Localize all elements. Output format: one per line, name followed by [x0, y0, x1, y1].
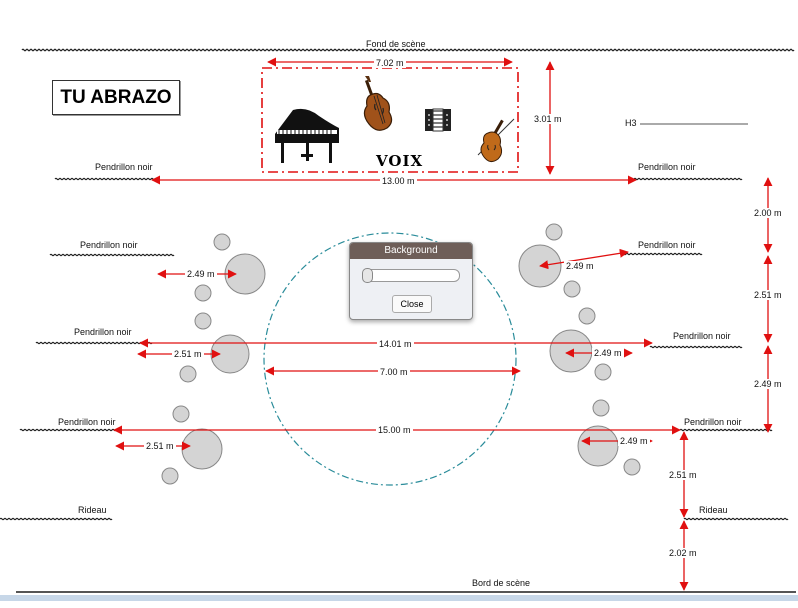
stage-light [213, 233, 231, 251]
back-stage-label: Fond de scène [366, 39, 426, 49]
stage-light [577, 425, 619, 467]
stage-light [194, 312, 212, 330]
left-leg3-distance-label: 2.51 m [172, 349, 204, 359]
leg-label-r1: Pendrillon noir [638, 162, 696, 172]
riser-width-label: 7.02 m [374, 58, 406, 68]
gap-r2-r3-label: 2.51 m [752, 290, 784, 300]
width-row4-label: 15.00 m [376, 425, 413, 435]
back-stage-wall [21, 48, 795, 52]
right-leg4-distance-label: 2.49 m [618, 436, 650, 446]
right-leg2-distance-label: 2.49 m [564, 261, 596, 271]
leg-line-l4 [19, 428, 117, 432]
stage-light [161, 467, 179, 485]
stage-light [594, 363, 612, 381]
h3-label: H3 [625, 118, 637, 128]
stage-light [623, 458, 641, 476]
gap-curtain-front-label: 2.02 m [667, 548, 699, 558]
gap-r4-curtain-label: 2.51 m [667, 470, 699, 480]
piano-icon [275, 108, 339, 163]
stage-light [172, 405, 190, 423]
width-row3-label: 14.01 m [377, 339, 414, 349]
riser-depth-label: 3.01 m [532, 114, 564, 124]
left-curtain-label: Rideau [78, 505, 107, 515]
leg-line-r3 [649, 345, 743, 349]
leg-line-l1 [54, 177, 156, 181]
circle-diameter-label: 7.00 m [378, 367, 410, 377]
leg-label-r2: Pendrillon noir [638, 240, 696, 250]
riser-outline [261, 67, 519, 173]
stage-light [545, 223, 563, 241]
curtain-line-left [0, 517, 113, 521]
background-slider[interactable] [362, 268, 460, 283]
stage-light [578, 307, 596, 325]
close-button[interactable]: Close [392, 295, 432, 313]
show-title: TU ABRAZO [52, 80, 180, 115]
width-row1-label: 13.00 m [380, 176, 417, 186]
leg-label-l2: Pendrillon noir [80, 240, 138, 250]
curtain-line-right [683, 517, 789, 521]
background-slider-thumb[interactable] [362, 268, 373, 283]
stage-light [549, 329, 593, 373]
right-curtain-label: Rideau [699, 505, 728, 515]
stage-light [181, 428, 223, 470]
leg-line-l2 [49, 253, 175, 257]
stage-light [194, 284, 212, 302]
double-bass-icon [363, 76, 393, 131]
performance-circle [263, 232, 517, 486]
background-panel-title: Background [350, 243, 472, 259]
left-leg4-distance-label: 2.51 m [144, 441, 176, 451]
leg-label-l3: Pendrillon noir [74, 327, 132, 337]
leg-line-r1 [633, 177, 743, 181]
right-leg2-distance-arrow [539, 248, 629, 270]
accordion-icon [425, 108, 451, 132]
background-panel: Background Close [349, 242, 473, 320]
leg-line-l3 [35, 341, 153, 345]
gap-r1-r2-label: 2.00 m [752, 208, 784, 218]
leg-label-l1: Pendrillon noir [95, 162, 153, 172]
violin-icon [477, 118, 515, 163]
gap-r3-r4-label: 2.49 m [752, 379, 784, 389]
leg-label-r3: Pendrillon noir [673, 331, 731, 341]
stage-light [592, 399, 610, 417]
leg-line-r4 [679, 428, 773, 432]
right-leg3-distance-label: 2.49 m [592, 348, 624, 358]
front-stage-label: Bord de scène [472, 578, 531, 588]
leg-line-r2 [621, 252, 703, 256]
stage-light [179, 365, 197, 383]
leg-label-r4: Pendrillon noir [684, 417, 742, 427]
voice-label: VOIX [376, 152, 424, 170]
left-leg2-distance-label: 2.49 m [185, 269, 217, 279]
stage-light [563, 280, 581, 298]
leg-label-l4: Pendrillon noir [58, 417, 116, 427]
